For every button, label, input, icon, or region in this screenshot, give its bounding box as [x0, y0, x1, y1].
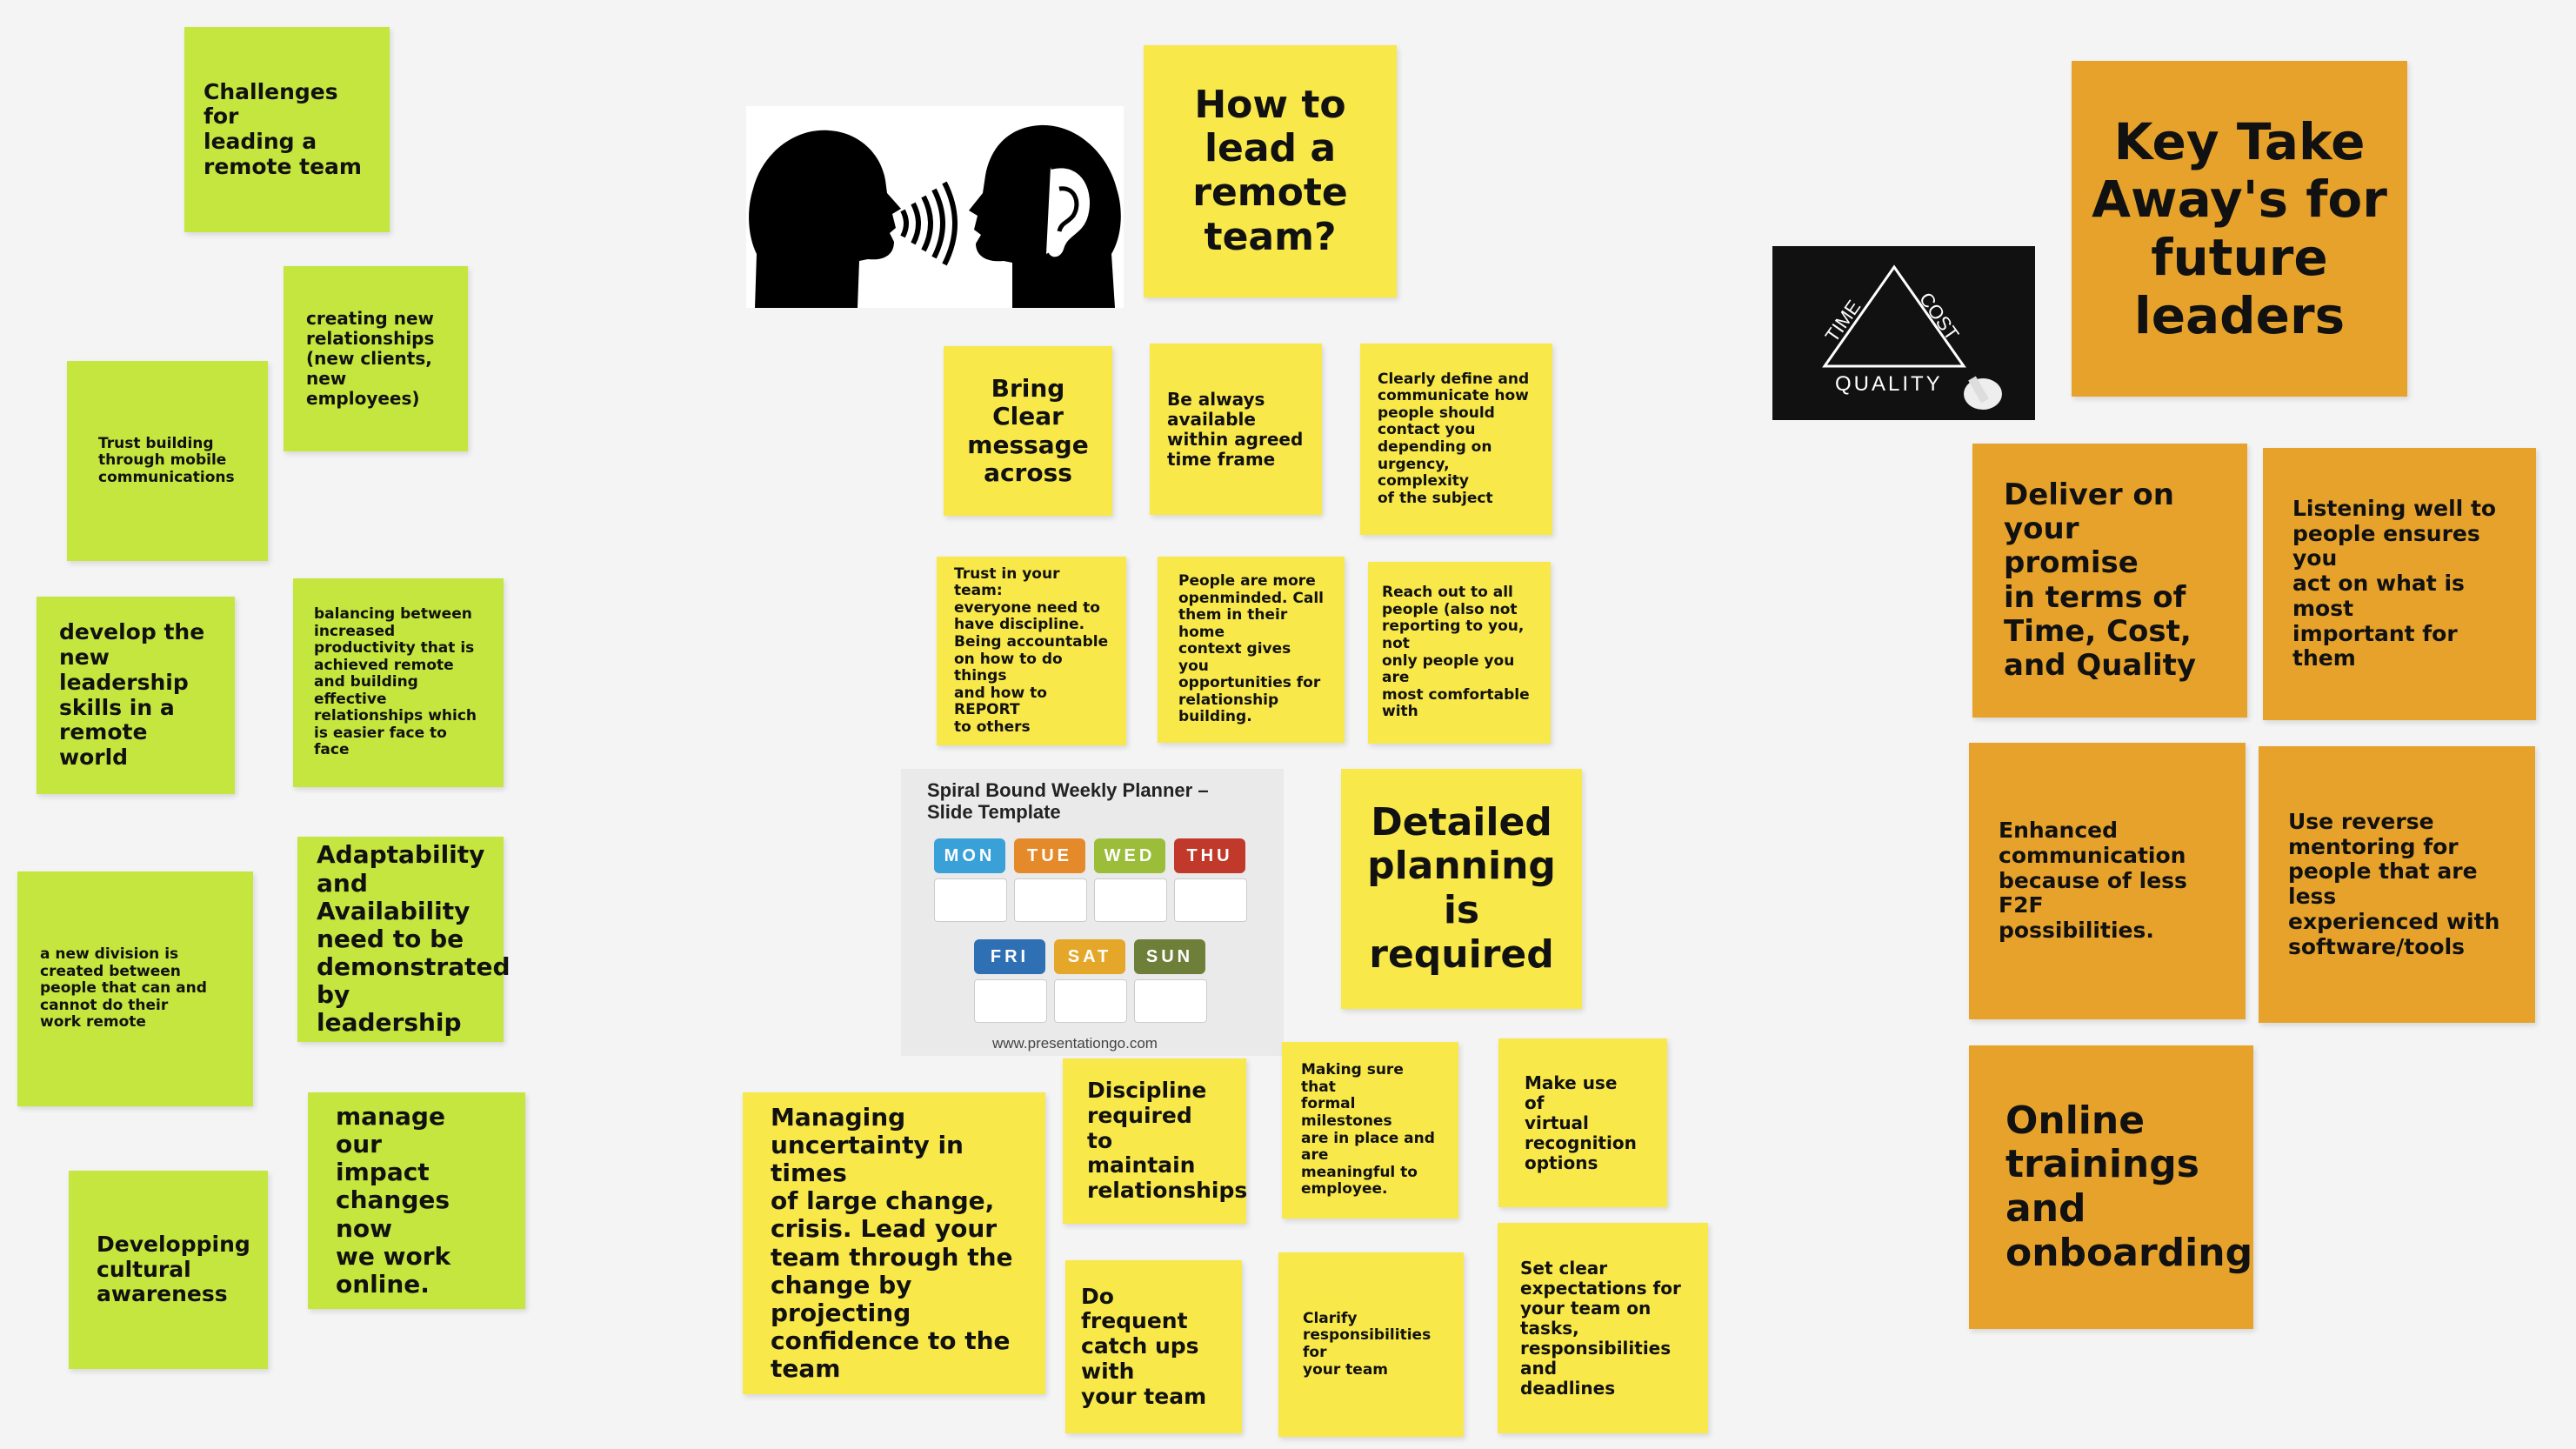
note-text: Detailed planning is required: [1367, 799, 1556, 977]
note-clear-message[interactable]: Bring Clear message across: [944, 346, 1112, 516]
note-new-division[interactable]: a new division is created between people…: [17, 871, 253, 1106]
note-text: People are more openminded. Call them in…: [1178, 572, 1324, 726]
note-creating[interactable]: creating new relationships (new clients,…: [284, 266, 468, 451]
note-text: Developping cultural awareness: [97, 1231, 250, 1307]
note-text: Reach out to all people (also not report…: [1382, 584, 1530, 721]
planner-day-thu: THU: [1174, 838, 1245, 873]
note-reverse[interactable]: Use reverse mentoring for people that ar…: [2259, 746, 2535, 1023]
note-text: Make use of virtual recognition options: [1525, 1072, 1637, 1173]
note-text: Be always available within agreed time f…: [1167, 388, 1304, 470]
note-text: Clarify responsibilities for your team: [1303, 1309, 1431, 1379]
note-text: Clearly define and communicate how peopl…: [1378, 370, 1530, 507]
note-text: Trust in your team: everyone need to hav…: [954, 564, 1109, 736]
note-expectations[interactable]: Set clear expectations for your team on …: [1498, 1223, 1708, 1433]
note-text: Do frequent catch ups with your team: [1081, 1283, 1207, 1409]
note-text: Bring Clear message across: [967, 374, 1089, 487]
note-text: manage our impact changes now we work on…: [336, 1101, 451, 1299]
note-how-to[interactable]: How to lead a remote team?: [1144, 45, 1397, 297]
planner-card: [1174, 878, 1247, 922]
note-text: Discipline required to maintain relation…: [1087, 1078, 1248, 1204]
note-manage-impact[interactable]: manage our impact changes now we work on…: [308, 1092, 525, 1309]
planner-day-mon: MON: [934, 838, 1005, 873]
note-text: Online trainings and onboarding: [2005, 1098, 2253, 1275]
planner-card: [1054, 979, 1127, 1023]
note-text: Deliver on your promise in terms of Time…: [2004, 477, 2197, 683]
planner-card: [1014, 878, 1087, 922]
note-detailed[interactable]: Detailed planning is required: [1341, 769, 1582, 1009]
note-reach-out[interactable]: Reach out to all people (also not report…: [1368, 562, 1551, 744]
planner-card: [974, 979, 1047, 1023]
note-text: Use reverse mentoring for people that ar…: [2288, 808, 2500, 959]
planner-card: [1094, 878, 1167, 922]
note-key-takeaway[interactable]: Key Take Away's for future leaders: [2072, 61, 2407, 397]
note-text: develop the new leadership skills in a r…: [59, 619, 205, 770]
note-clearly-define[interactable]: Clearly define and communicate how peopl…: [1360, 344, 1552, 535]
note-text: Listening well to people ensures you act…: [2292, 495, 2497, 671]
note-balancing[interactable]: balancing between increased productivity…: [293, 578, 504, 787]
note-text: How to lead a remote team?: [1192, 82, 1348, 259]
time-cost-quality-image: TIME COST QUALITY: [1772, 246, 2035, 420]
triangle-cost-label: COST: [1915, 289, 1964, 344]
planner-url: www.presentationgo.com: [992, 1035, 1158, 1052]
note-adaptability[interactable]: Adaptability and Availability need to be…: [297, 837, 511, 1042]
planner-day-tue: TUE: [1014, 838, 1085, 873]
note-trust-mobile[interactable]: Trust building through mobile communicat…: [67, 361, 268, 561]
triangle-icon: TIME COST QUALITY: [1821, 264, 2002, 410]
note-text: Enhanced communication because of less F…: [1999, 818, 2187, 944]
note-text: Making sure that formal milestones are i…: [1301, 1061, 1435, 1199]
planner-day-sat: SAT: [1054, 939, 1125, 974]
triangle-time-label: TIME: [1821, 296, 1865, 345]
note-text: Key Take Away's for future leaders: [2092, 111, 2387, 345]
planner-card: [1134, 979, 1207, 1023]
note-listening[interactable]: Listening well to people ensures you act…: [2263, 448, 2536, 720]
note-text: Set clear expectations for your team on …: [1520, 1257, 1681, 1399]
note-online[interactable]: Online trainings and onboarding: [1969, 1045, 2253, 1329]
planner-day-wed: WED: [1094, 838, 1165, 873]
note-text: Managing uncertainty in times of large c…: [771, 1102, 1013, 1384]
note-discipline[interactable]: Discipline required to maintain relation…: [1063, 1058, 1248, 1224]
note-text: balancing between increased productivity…: [314, 605, 477, 759]
note-text: creating new relationships (new clients,…: [306, 308, 435, 409]
note-enhanced[interactable]: Enhanced communication because of less F…: [1969, 743, 2246, 1019]
note-text: Challenges for leading a remote team: [204, 78, 362, 179]
note-text: Adaptability and Availability need to be…: [317, 840, 511, 1038]
note-cultural[interactable]: Developping cultural awareness: [69, 1171, 268, 1369]
note-managing[interactable]: Managing uncertainty in times of large c…: [743, 1092, 1045, 1394]
note-trust-team[interactable]: Trust in your team: everyone need to hav…: [937, 557, 1126, 745]
note-recognition[interactable]: Make use of virtual recognition options: [1498, 1038, 1667, 1207]
planner-card: [934, 878, 1007, 922]
planner-day-fri: FRI: [974, 939, 1045, 974]
planner-title: Spiral Bound Weekly Planner – Slide Temp…: [927, 779, 1209, 824]
two-heads-speaking-listening-icon: [749, 124, 1121, 308]
note-text: a new division is created between people…: [40, 945, 207, 1032]
note-catch-ups[interactable]: Do frequent catch ups with your team: [1065, 1260, 1242, 1433]
note-deliver[interactable]: Deliver on your promise in terms of Time…: [1972, 444, 2247, 718]
talking-heads-image: [746, 106, 1124, 308]
note-text: Trust building through mobile communicat…: [98, 434, 235, 486]
note-milestones[interactable]: Making sure that formal milestones are i…: [1282, 1042, 1458, 1219]
note-be-available[interactable]: Be always available within agreed time f…: [1150, 344, 1322, 515]
note-openminded[interactable]: People are more openminded. Call them in…: [1158, 557, 1345, 743]
note-clarify[interactable]: Clarify responsibilities for your team: [1278, 1252, 1464, 1437]
planner-day-sun: SUN: [1134, 939, 1205, 974]
note-challenges[interactable]: Challenges for leading a remote team: [184, 27, 390, 232]
weekly-planner-image: Spiral Bound Weekly Planner – Slide Temp…: [901, 769, 1284, 1056]
note-develop[interactable]: develop the new leadership skills in a r…: [37, 597, 235, 794]
triangle-quality-label: QUALITY: [1835, 372, 1943, 396]
